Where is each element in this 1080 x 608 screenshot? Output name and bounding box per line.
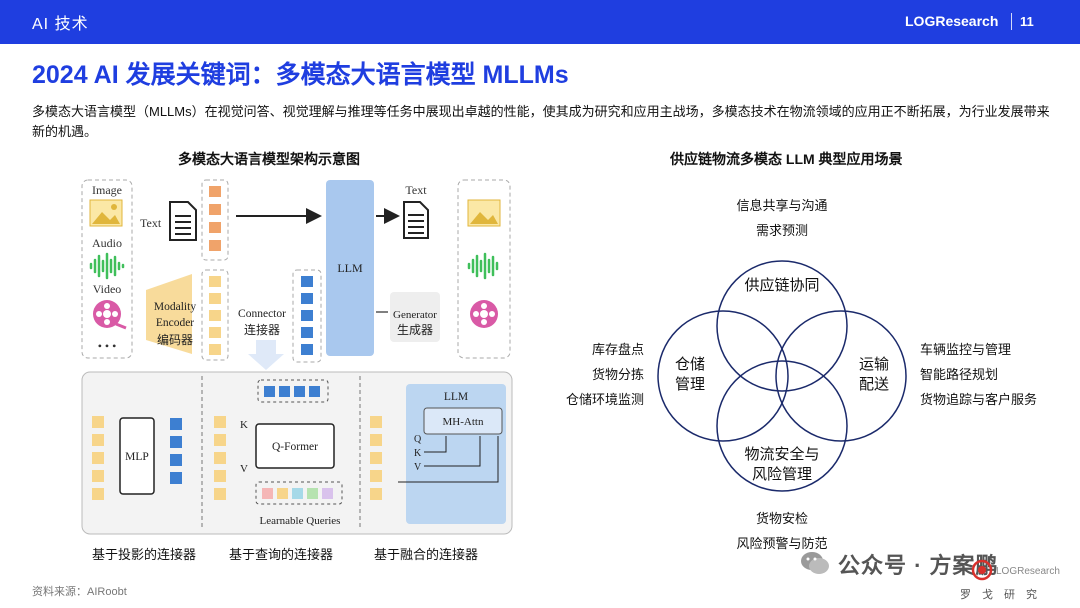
caption-fusion: 基于融合的连接器 (374, 547, 479, 562)
left-item-2: 货物分拣 (592, 367, 644, 383)
logo-brand-text: LOGResearch (996, 566, 1060, 577)
connector-label: Connector (238, 308, 286, 320)
encoded-token-group (201, 269, 229, 361)
input-text-label: Text (140, 216, 162, 230)
circle-label-left-2: 管理 (675, 375, 705, 393)
left-item-1: 库存盘点 (592, 342, 644, 358)
encoded-tokens (209, 276, 221, 355)
output-image-icon (467, 199, 501, 227)
mh-attn-block (423, 407, 503, 435)
generator-label-cn: 生成器 (397, 323, 433, 337)
fusion-connector-lines (398, 436, 499, 483)
circle-safety (716, 360, 848, 492)
scenarios-title: 供应链物流多模态 LLM 典型应用场景 (670, 151, 903, 167)
right-item-3: 货物追踪与客户服务 (920, 392, 1037, 408)
text-token-group (201, 179, 229, 261)
video-reel-icon (93, 300, 127, 330)
mh-attn-label: MH-Attn (443, 416, 484, 428)
connector-token-group (292, 269, 322, 363)
mlp-label: MLP (125, 451, 149, 463)
encoder-label-cn: 编码器 (157, 332, 193, 347)
output-audio-icon (467, 252, 499, 280)
text-tokens (209, 186, 221, 251)
projection-output-tokens (170, 418, 182, 484)
connector-tokens (301, 276, 313, 355)
llm-label: LLM (337, 261, 363, 275)
llm-block (326, 180, 374, 356)
qformer-block (255, 423, 335, 469)
caption-projection: 基于投影的连接器 (92, 547, 197, 562)
watermark-text: 公众号 · 方案鹏 (838, 553, 999, 578)
page-number: 11 (1020, 14, 1034, 29)
audio-wave-icon (89, 252, 125, 280)
architecture-diagram: Image Audio Video • • • Text (81, 179, 513, 535)
input-video-label: Video (93, 282, 122, 296)
fusion-k-label: K (414, 448, 422, 459)
logresearch-logo (971, 559, 993, 581)
scenario-venn-diagram: 供应链协同 仓储 管理 运输 配送 物流安全与 风险管理 信息共享与沟通 需求预… (566, 198, 1037, 552)
top-bar: AI 技术 LOGResearch 11 (0, 0, 1080, 44)
page-title: 2024 AI 发展关键词：多模态大语言模型 MLLMs (32, 61, 569, 89)
logo-subtitle: 罗戈研究 (960, 589, 1048, 601)
fusion-q-label: Q (414, 434, 422, 445)
architecture-title: 多模态大语言模型架构示意图 (178, 151, 360, 167)
generator-label: Generator (393, 309, 437, 321)
modality-encoder-block (146, 274, 192, 354)
query-input-tokens (214, 416, 226, 500)
fusion-v-label: V (414, 462, 422, 473)
query-k-label: K (240, 419, 248, 431)
circle-label-bottom-1: 物流安全与 (744, 445, 819, 463)
output-video-icon (470, 300, 498, 328)
input-audio-label: Audio (92, 236, 122, 250)
query-v-label: V (240, 463, 248, 475)
brand-name: LOGResearch (905, 13, 999, 29)
circle-label-right-2: 配送 (859, 375, 889, 393)
qformer-label: Q-Former (272, 441, 318, 453)
encoder-label-2: Encoder (156, 317, 194, 329)
circle-label-right-1: 运输 (859, 355, 889, 373)
top-item-1: 信息共享与沟通 (736, 198, 827, 214)
left-item-3: 仓储环境监测 (566, 393, 644, 408)
circle-label-top: 供应链协同 (744, 276, 819, 294)
source-note: 资料来源：AIRoobt (32, 586, 127, 598)
caption-query: 基于查询的连接器 (229, 547, 334, 562)
wechat-icon (801, 552, 829, 574)
section-label: AI 技术 (32, 16, 89, 33)
projection-input-tokens (92, 416, 104, 500)
input-modalities-box (81, 179, 133, 359)
bottom-item-2: 风险预警与防范 (736, 536, 827, 552)
input-image-label: Image (92, 183, 122, 197)
learnable-queries-label: Learnable Queries (260, 515, 341, 527)
learnable-queries-group (255, 481, 343, 505)
input-more-label: • • • (98, 339, 117, 353)
fusion-llm-label: LLM (444, 391, 468, 403)
image-icon (89, 199, 123, 227)
encoder-label-1: Modality (154, 301, 196, 313)
header-divider (1011, 13, 1012, 30)
right-item-1: 车辆监控与管理 (920, 342, 1011, 358)
query-output-group (257, 379, 329, 403)
right-item-2: 智能路径规划 (920, 367, 998, 383)
circle-label-left-1: 仓储 (675, 355, 705, 373)
circle-transport (775, 310, 907, 442)
fusion-input-tokens (370, 416, 382, 500)
learnable-query-tokens (262, 488, 333, 499)
mlp-block (119, 417, 155, 495)
generator-block (390, 292, 440, 342)
circle-label-bottom-2: 风险管理 (752, 465, 812, 483)
query-output-tokens (264, 386, 320, 397)
intro-paragraph: 多模态大语言模型（MLLMs）在视觉问答、视觉理解与推理等任务中展现出卓越的性能… (32, 104, 1050, 139)
output-document-icon (403, 201, 429, 239)
document-icon (169, 201, 197, 241)
circle-supply-chain (716, 260, 848, 392)
connector-expand-arrow (248, 340, 284, 370)
output-text-label: Text (405, 183, 427, 197)
circle-warehouse (657, 310, 789, 442)
connector-label-cn: 连接器 (244, 322, 280, 337)
bottom-item-1: 货物安检 (756, 511, 808, 527)
top-item-2: 需求预测 (756, 224, 808, 239)
